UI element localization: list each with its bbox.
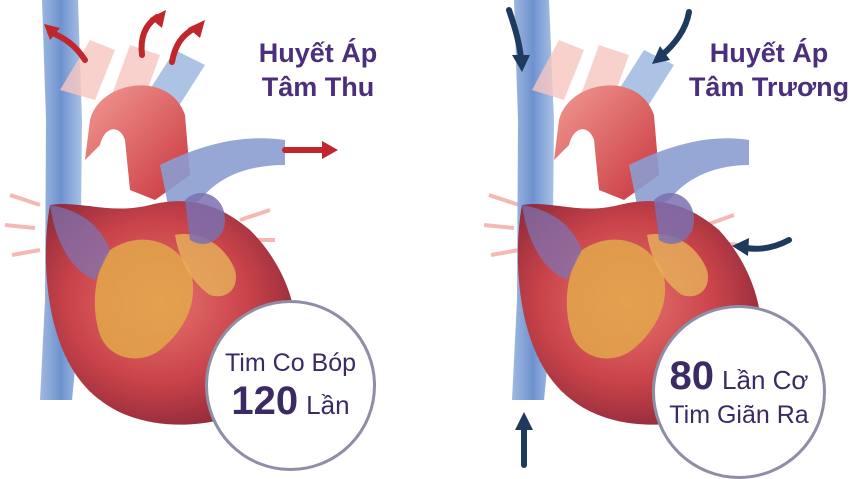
diastolic-badge-unit: Lần Cơ xyxy=(722,365,808,396)
diastolic-title: Huyết Áp Tâm Trương xyxy=(670,36,868,104)
systolic-badge-unit: Lần xyxy=(306,390,349,421)
diastolic-panel: Huyết Áp Tâm Trương 80 Lần Cơ Tim Giãn R… xyxy=(434,0,868,477)
diastolic-badge-number: 80 xyxy=(670,354,715,399)
diastolic-title-line1: Huyết Áp xyxy=(670,36,868,70)
diastolic-badge-row: 80 Lần Cơ xyxy=(670,354,809,399)
left-appendage xyxy=(654,193,694,244)
systolic-title-line1: Huyết Áp xyxy=(228,36,408,70)
systolic-title-line2: Tâm Thu xyxy=(228,70,408,104)
diastolic-rate-badge: 80 Lần Cơ Tim Giãn Ra xyxy=(652,305,826,479)
diastolic-badge-line2: Tim Giãn Ra xyxy=(669,399,808,431)
systolic-badge-row: 120 Lần xyxy=(231,379,349,424)
systolic-badge-line1: Tim Co Bóp xyxy=(225,347,356,379)
systolic-rate-badge: Tim Co Bóp 120 Lần xyxy=(205,300,376,471)
left-appendage xyxy=(185,193,225,244)
diastolic-title-line2: Tâm Trương xyxy=(670,70,868,104)
systolic-title: Huyết Áp Tâm Thu xyxy=(228,36,408,104)
systolic-panel: Huyết Áp Tâm Thu Tim Co Bóp 120 Lần xyxy=(0,0,434,477)
systolic-badge-number: 120 xyxy=(231,379,298,424)
